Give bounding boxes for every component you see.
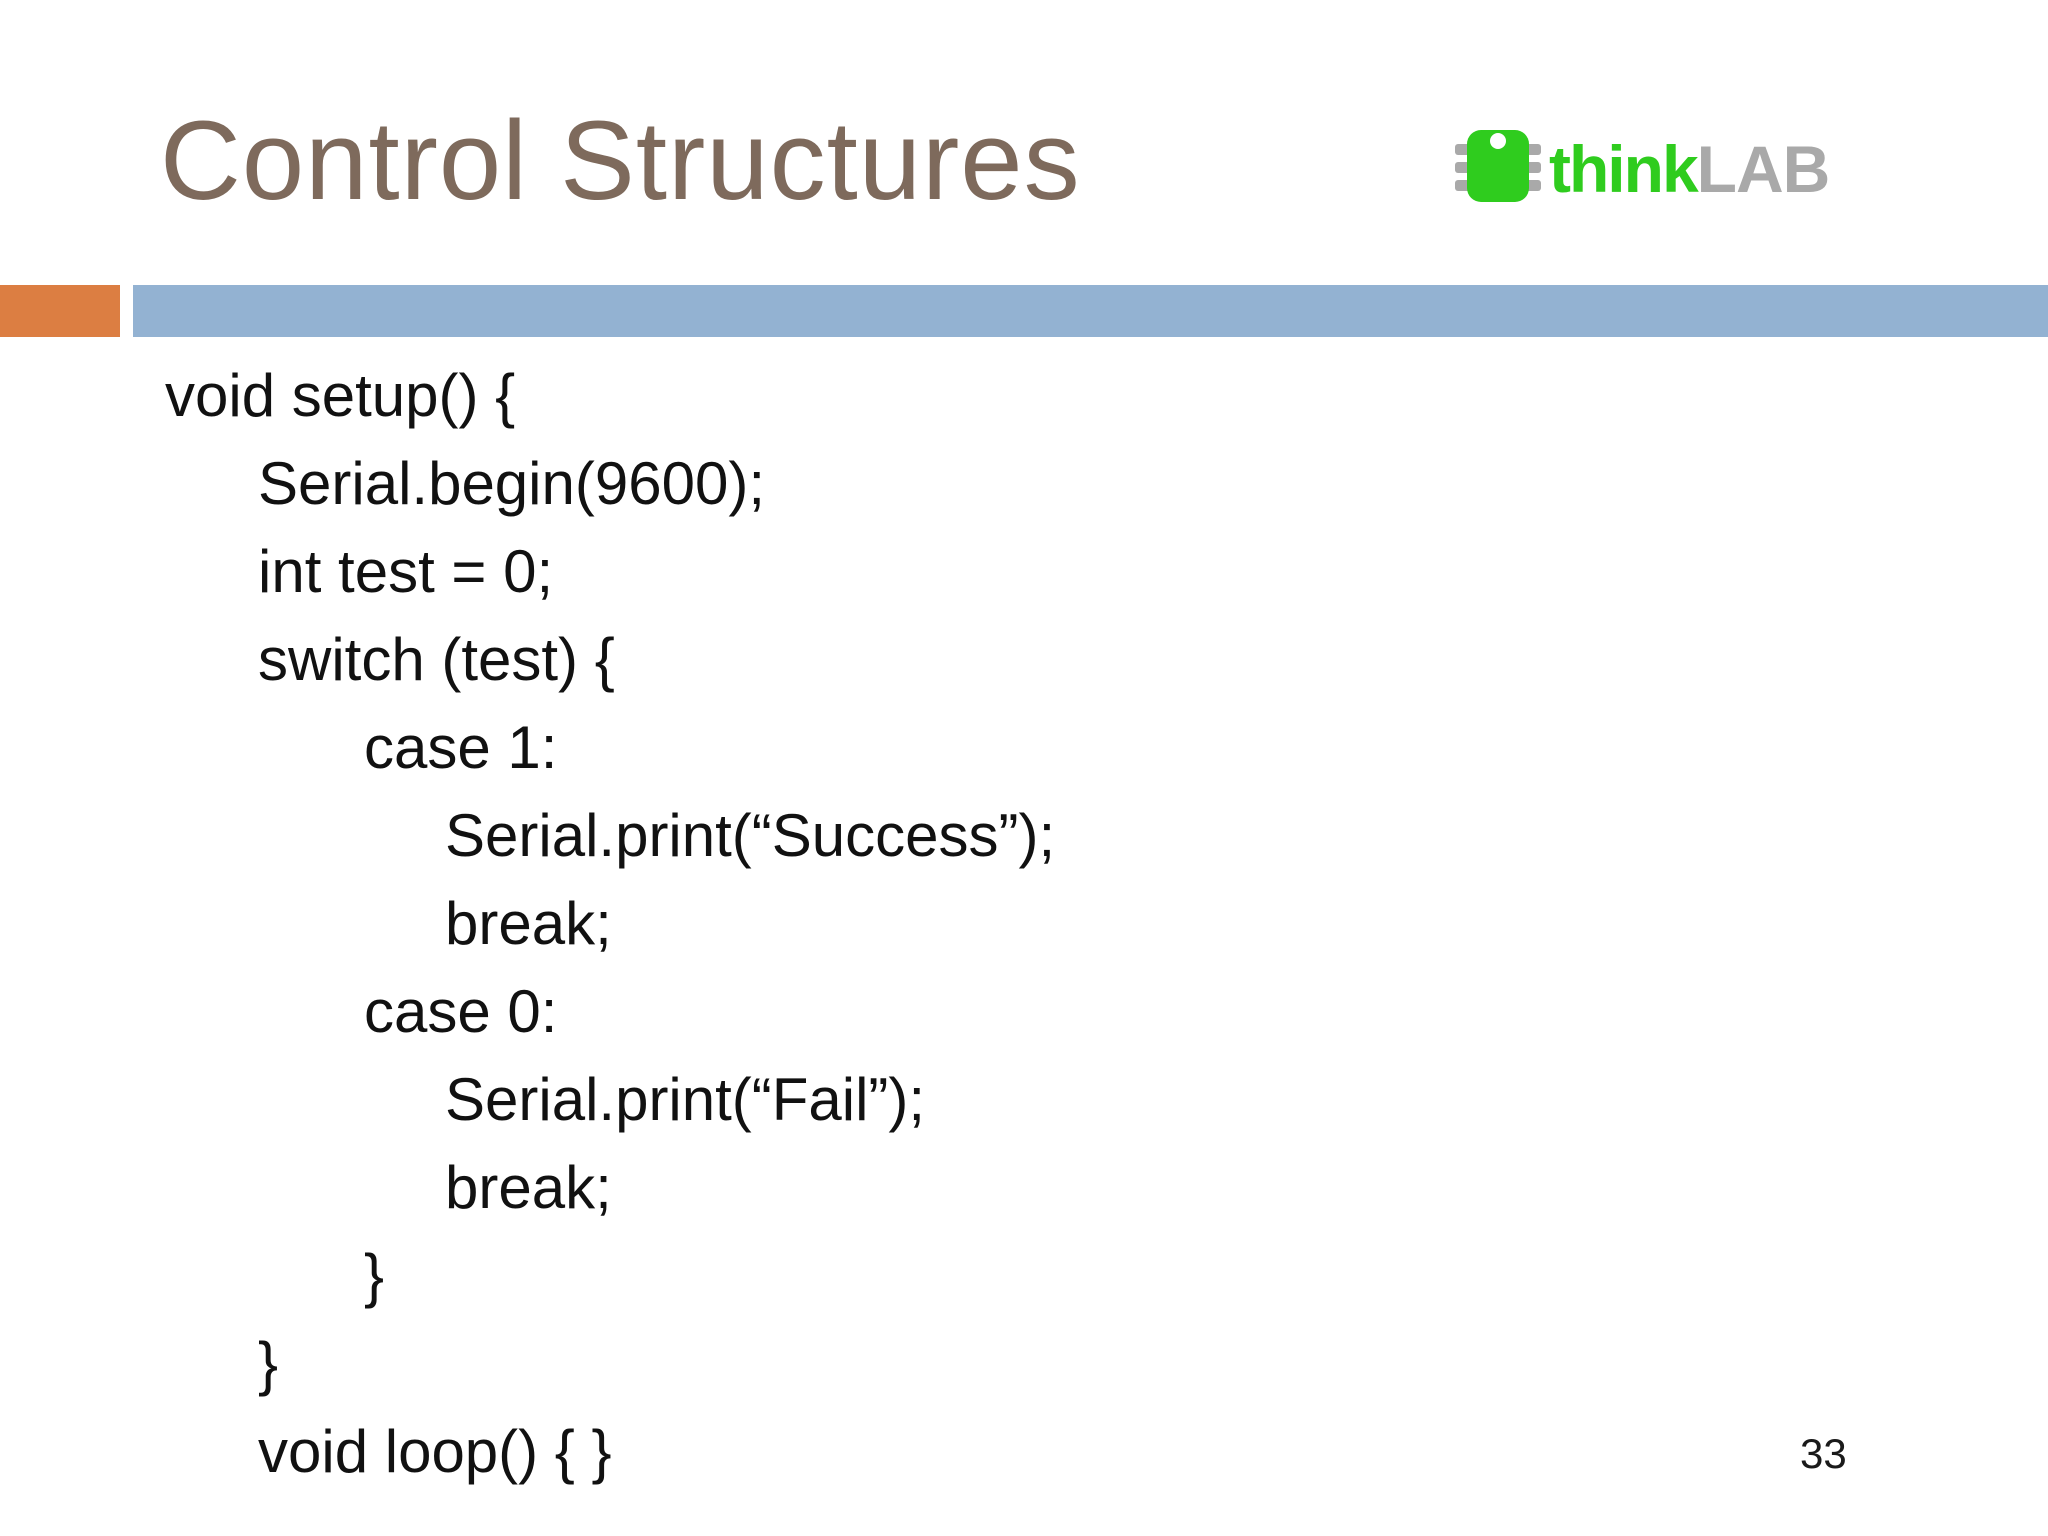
code-line: break; bbox=[445, 890, 612, 957]
code-line: case 0: bbox=[364, 978, 558, 1045]
code-block: void setup() { Serial.begin(9600); int tes… bbox=[0, 352, 2048, 1496]
slide-title: Control Structures bbox=[160, 98, 1081, 223]
code-line: break; bbox=[445, 1154, 612, 1221]
code-line: } bbox=[258, 1330, 279, 1397]
code-line: int test = 0; bbox=[258, 538, 554, 605]
code-line: void loop() { } bbox=[258, 1418, 612, 1485]
code-line: Serial.begin(9600); bbox=[258, 450, 765, 517]
accent-bar-blue bbox=[133, 285, 2048, 337]
accent-bar-orange bbox=[0, 285, 120, 337]
chip-icon bbox=[1455, 130, 1541, 202]
code-line: } bbox=[364, 1242, 385, 1309]
code-line: void setup() { bbox=[165, 362, 516, 429]
chip-notch bbox=[1490, 133, 1506, 149]
code-line: Serial.print(“Success”); bbox=[445, 802, 1056, 869]
page-number: 33 bbox=[1800, 1430, 1847, 1477]
logo-text-lab: LAB bbox=[1696, 132, 1831, 206]
logo-text-think: think bbox=[1549, 132, 1699, 206]
code-line: switch (test) { bbox=[258, 626, 615, 693]
code-line: Serial.print(“Fail”); bbox=[445, 1066, 926, 1133]
code-line: case 1: bbox=[364, 714, 558, 781]
